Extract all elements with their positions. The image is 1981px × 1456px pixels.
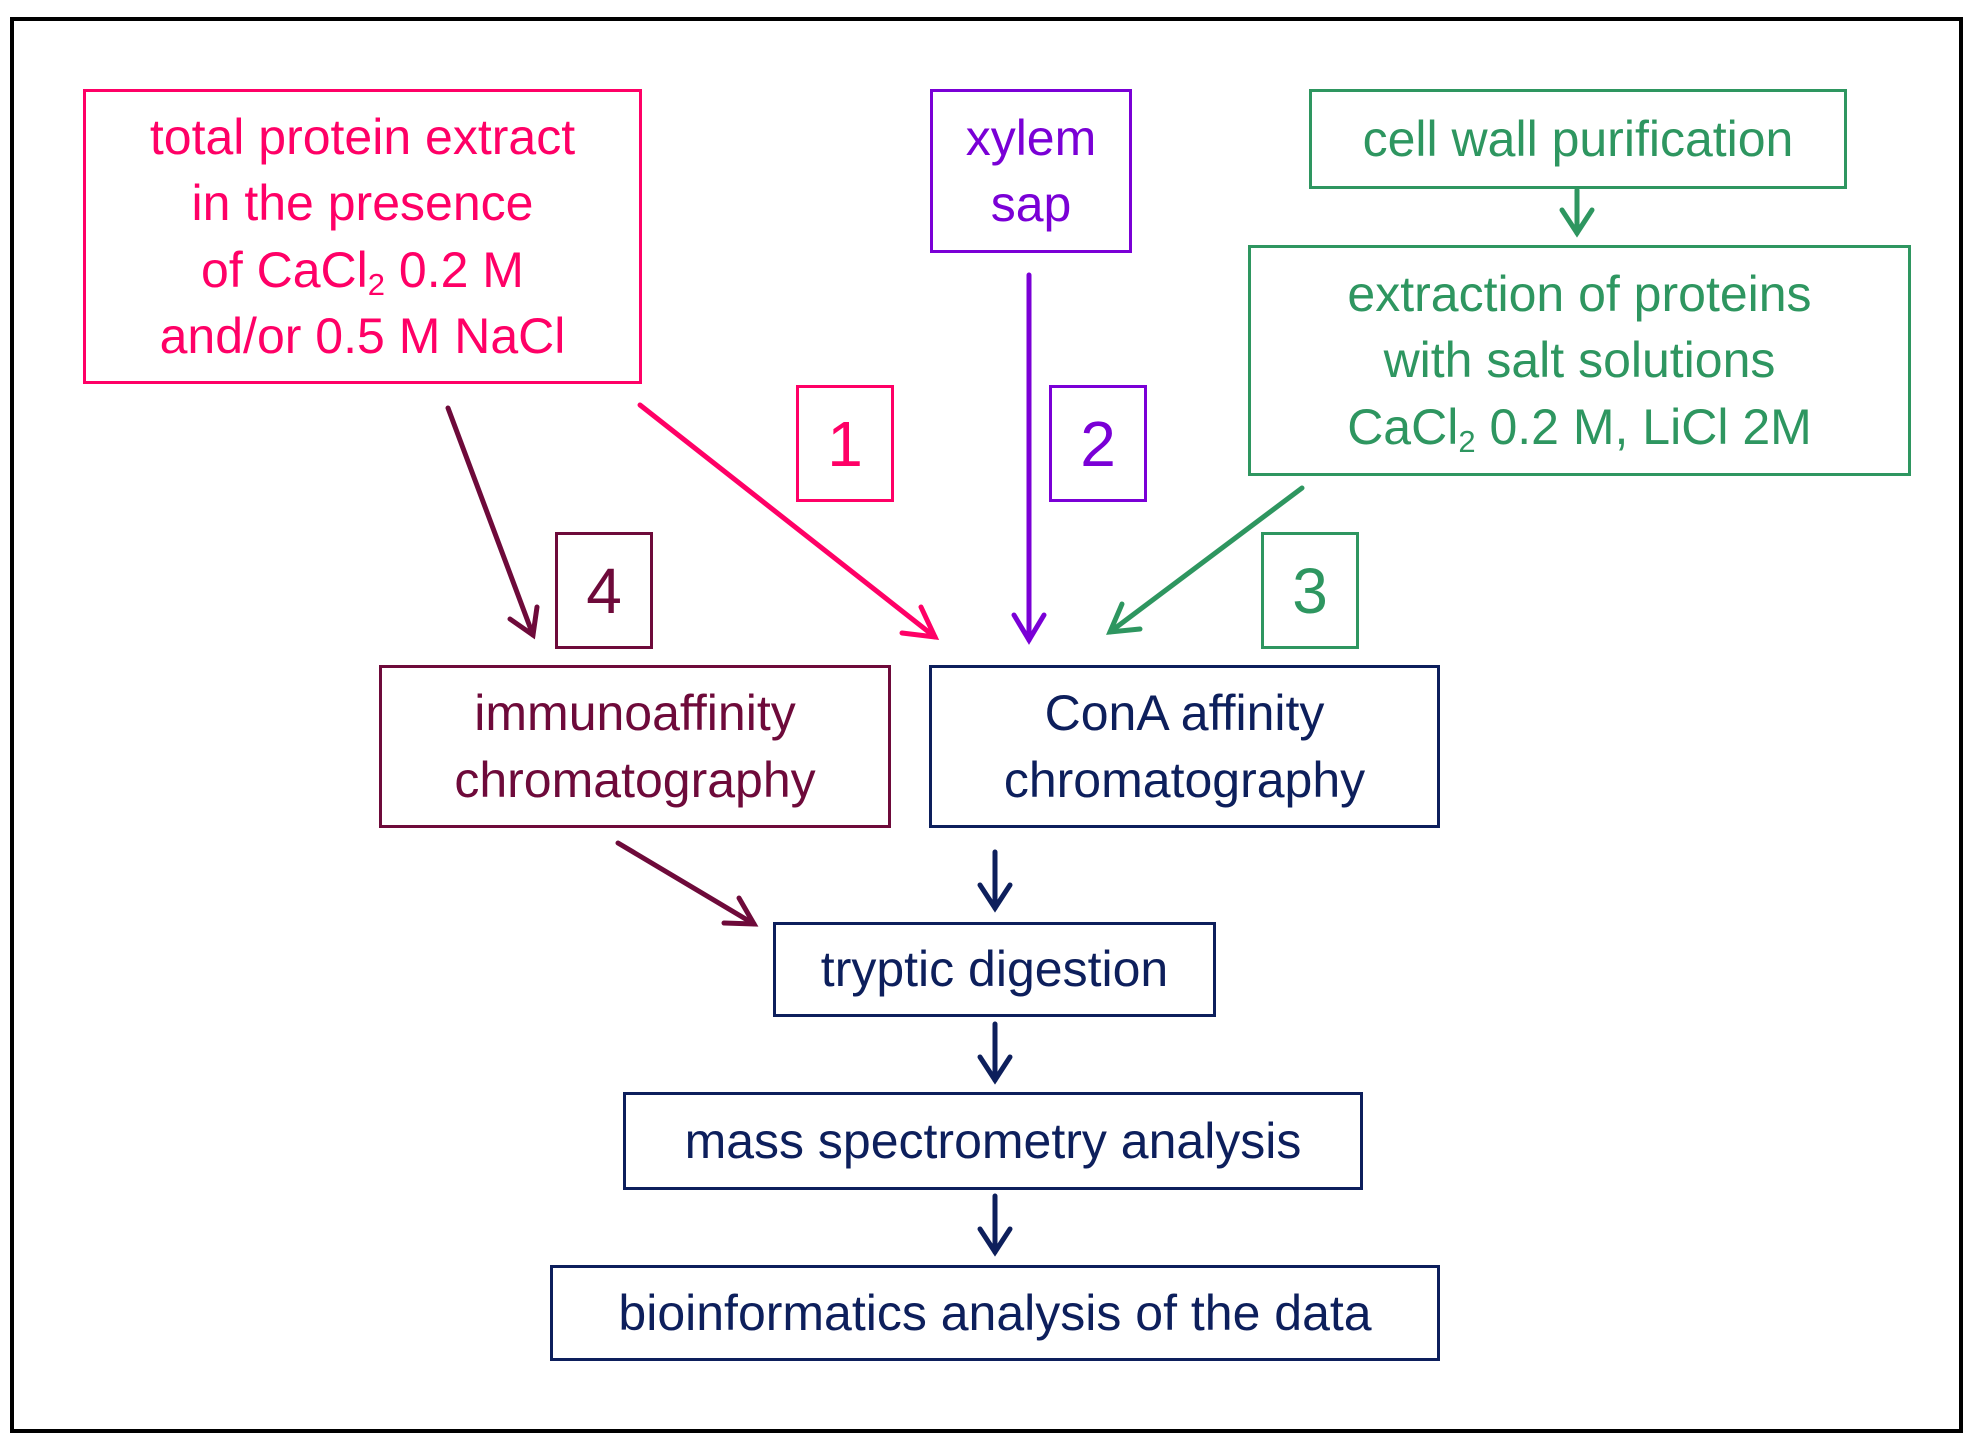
extraction-salt-conc: 0.2 M, LiCl 2M [1475,398,1812,455]
tryptic-label: tryptic digestion [820,941,1169,998]
cell-wall-label: cell wall purification [1362,110,1794,167]
cacl-conc: 0.2 M [385,241,524,298]
extraction-cacl-subscript: 2 [1458,423,1476,459]
immunoaffinity-chromatography-box: immunoaffinity chromatography [379,665,891,828]
diagram-frame [10,17,1963,1433]
extraction-line1: extraction of proteins [1347,265,1812,322]
cacl-text: of CaCl [201,241,368,298]
pathway-badge-3: 3 [1261,532,1359,649]
pathway-badge-4: 4 [555,532,653,649]
extraction-line2: with salt solutions [1383,332,1776,389]
total-extract-line2: in the presence [191,175,534,231]
immunoaffinity-line2: chromatography [454,751,816,808]
total-extract-line1: total protein extract [149,108,576,165]
cacl-subscript: 2 [367,266,386,302]
cell-wall-purification-box: cell wall purification [1309,89,1847,189]
cona-line1: ConA affinity [1044,685,1325,741]
pathway-badge-1: 1 [796,385,894,502]
pathway-badge-2: 2 [1049,385,1147,502]
tryptic-digestion-box: tryptic digestion [773,922,1216,1017]
bioinformatics-box: bioinformatics analysis of the data [550,1265,1440,1361]
extraction-cacl-text: CaCl [1347,398,1459,455]
arrow-pathway-3 [1106,485,1305,635]
extraction-of-proteins-box: extraction of proteins with salt solutio… [1248,245,1911,476]
total-extract-line3: of CaCl2 0.2 M [201,237,524,304]
total-extract-line4: and/or 0.5 M NaCl [159,308,566,364]
mass-spectrometry-box: mass spectrometry analysis [623,1092,1363,1190]
immunoaffinity-line1: immunoaffinity [474,685,796,741]
arrow-pathway-4 [445,405,540,640]
xylem-sap-box: xylem sap [930,89,1132,253]
arrow-pathway-1 [637,402,940,641]
arrow-massspec-to-bioinformatics [977,1193,1013,1257]
arrow-cellwall-to-extraction [1559,187,1595,238]
extraction-line3: CaCl2 0.2 M, LiCl 2M [1347,394,1812,461]
cona-affinity-chromatography-box: ConA affinity chromatography [929,665,1440,828]
bioinformatics-label: bioinformatics analysis of the data [618,1284,1372,1341]
arrow-cona-to-tryptic [977,849,1013,913]
arrow-pathway-2 [1011,272,1047,645]
arrow-tryptic-to-massspec [977,1021,1013,1085]
arrow-immuno-to-tryptic [615,840,759,927]
cona-line2: chromatography [1003,751,1366,808]
mass-spec-label: mass spectrometry analysis [684,1112,1302,1169]
total-protein-extract-box: total protein extract in the presence of… [83,89,642,384]
xylem-sap-line2: sap [990,176,1072,232]
xylem-sap-line1: xylem [965,109,1097,166]
